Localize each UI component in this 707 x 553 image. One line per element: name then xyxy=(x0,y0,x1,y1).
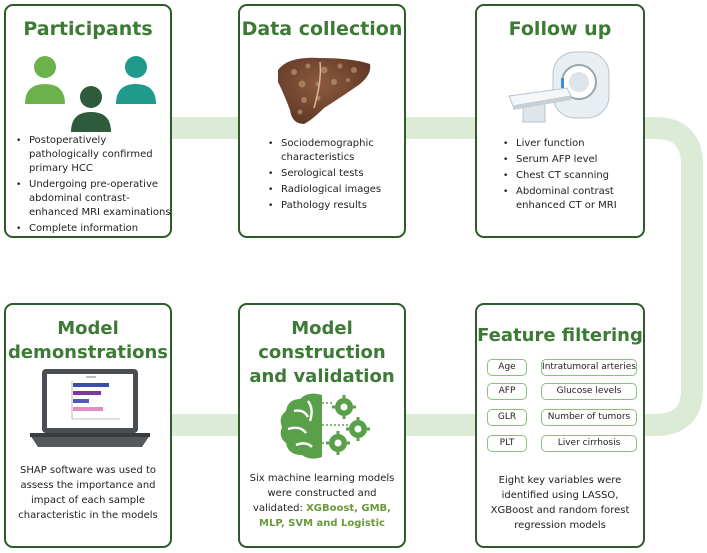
follow-up-title: Follow up xyxy=(508,18,612,40)
feature-tag: Glucose levels xyxy=(541,383,637,400)
feature-filtering-title: Feature filtering xyxy=(477,325,643,346)
model-construction-title: Model construction and validation xyxy=(240,317,404,389)
model-construction-description: Six machine learning models were constru… xyxy=(248,471,396,531)
list-item: Chest CT scanning xyxy=(503,169,650,183)
model-demonstrations-title: Model demonstrations xyxy=(6,317,170,365)
laptop-icon xyxy=(30,369,150,447)
feature-tag: PLT xyxy=(487,435,527,452)
feature-filtering-card: Feature filtering Age AFP GLR PLT Intrat… xyxy=(475,303,645,548)
list-item: Pathology results xyxy=(268,199,411,213)
list-item: Undergoing pre-operative abdominal contr… xyxy=(16,178,177,220)
title-line: construction xyxy=(258,342,386,363)
list-item: Complete information xyxy=(16,222,177,236)
feature-tag: Number of tumors xyxy=(541,409,637,426)
list-item: Abdominal contrast enhanced CT or MRI xyxy=(503,185,650,213)
list-item: Radiological images xyxy=(268,183,411,197)
data-collection-card: Data collection Sociodemographic charact… xyxy=(238,4,406,238)
participants-card: Participants Postoperatively pathologica… xyxy=(4,4,172,238)
list-item: Serum AFP level xyxy=(503,153,650,167)
follow-up-list: Liver function Serum AFP level Chest CT … xyxy=(503,137,650,215)
participants-title: Participants xyxy=(23,18,153,40)
description-text: Six machine learning models were constru… xyxy=(249,473,395,514)
model-demonstrations-card: Model demonstrations SHAP software was u… xyxy=(4,303,172,548)
model-demonstrations-description: SHAP software was used to assess the imp… xyxy=(18,465,158,521)
data-collection-list: Sociodemographic characteristics Serolog… xyxy=(268,137,411,215)
participants-people-icon xyxy=(25,56,156,132)
title-line: demonstrations xyxy=(7,342,169,363)
title-line: Model xyxy=(57,318,119,339)
list-item: Liver function xyxy=(503,137,650,151)
list-item: Postoperatively pathologically confirmed… xyxy=(16,134,177,176)
title-line: and validation xyxy=(249,366,395,387)
participants-list: Postoperatively pathologically confirmed… xyxy=(16,134,177,238)
feature-tag: AFP xyxy=(487,383,527,400)
feature-tag: Intratumoral arteries xyxy=(541,359,637,376)
data-collection-title: Data collection xyxy=(241,18,403,40)
liver-icon xyxy=(278,57,371,124)
brain-gears-icon xyxy=(280,393,370,459)
title-line: Model xyxy=(291,318,353,339)
list-item: Serological tests xyxy=(268,167,411,181)
feature-tag: Age xyxy=(487,359,527,376)
feature-filtering-description: Eight key variables were identified usin… xyxy=(490,475,630,531)
follow-up-card: Follow up Liver function Serum AFP level… xyxy=(475,4,645,238)
mri-scanner-icon xyxy=(508,51,610,123)
feature-tag: Liver cirrhosis xyxy=(541,435,637,452)
model-construction-card: Model construction and validation Six ma… xyxy=(238,303,406,548)
models-list: XGBoost, GMB, MLP, SVM and Logistic xyxy=(259,503,391,529)
feature-tag: GLR xyxy=(487,409,527,426)
list-item: Sociodemographic characteristics xyxy=(268,137,411,165)
